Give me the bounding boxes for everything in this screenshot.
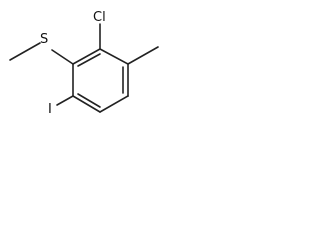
ring-double-bond-c5-c6	[77, 93, 101, 108]
ring-double-bond-c1-c2	[77, 53, 101, 67]
bond-c1-s	[51, 49, 74, 65]
ring-bond-c1-c2	[72, 48, 101, 65]
bond-s-methyl	[9, 42, 41, 61]
ring-bond-c2-c3	[99, 48, 129, 65]
atom-label-chlorine: Cl	[93, 10, 106, 25]
ring-bond-c5-c6	[72, 95, 101, 113]
atom-label-iodine: I	[48, 102, 52, 117]
bond-c6-i	[56, 95, 74, 106]
atom-label-sulfur: S	[40, 32, 48, 47]
ring-bond-c4-c5	[99, 95, 129, 113]
structure-diagram: S Cl I	[9, 10, 159, 117]
bond-c3-methyl	[127, 46, 159, 65]
